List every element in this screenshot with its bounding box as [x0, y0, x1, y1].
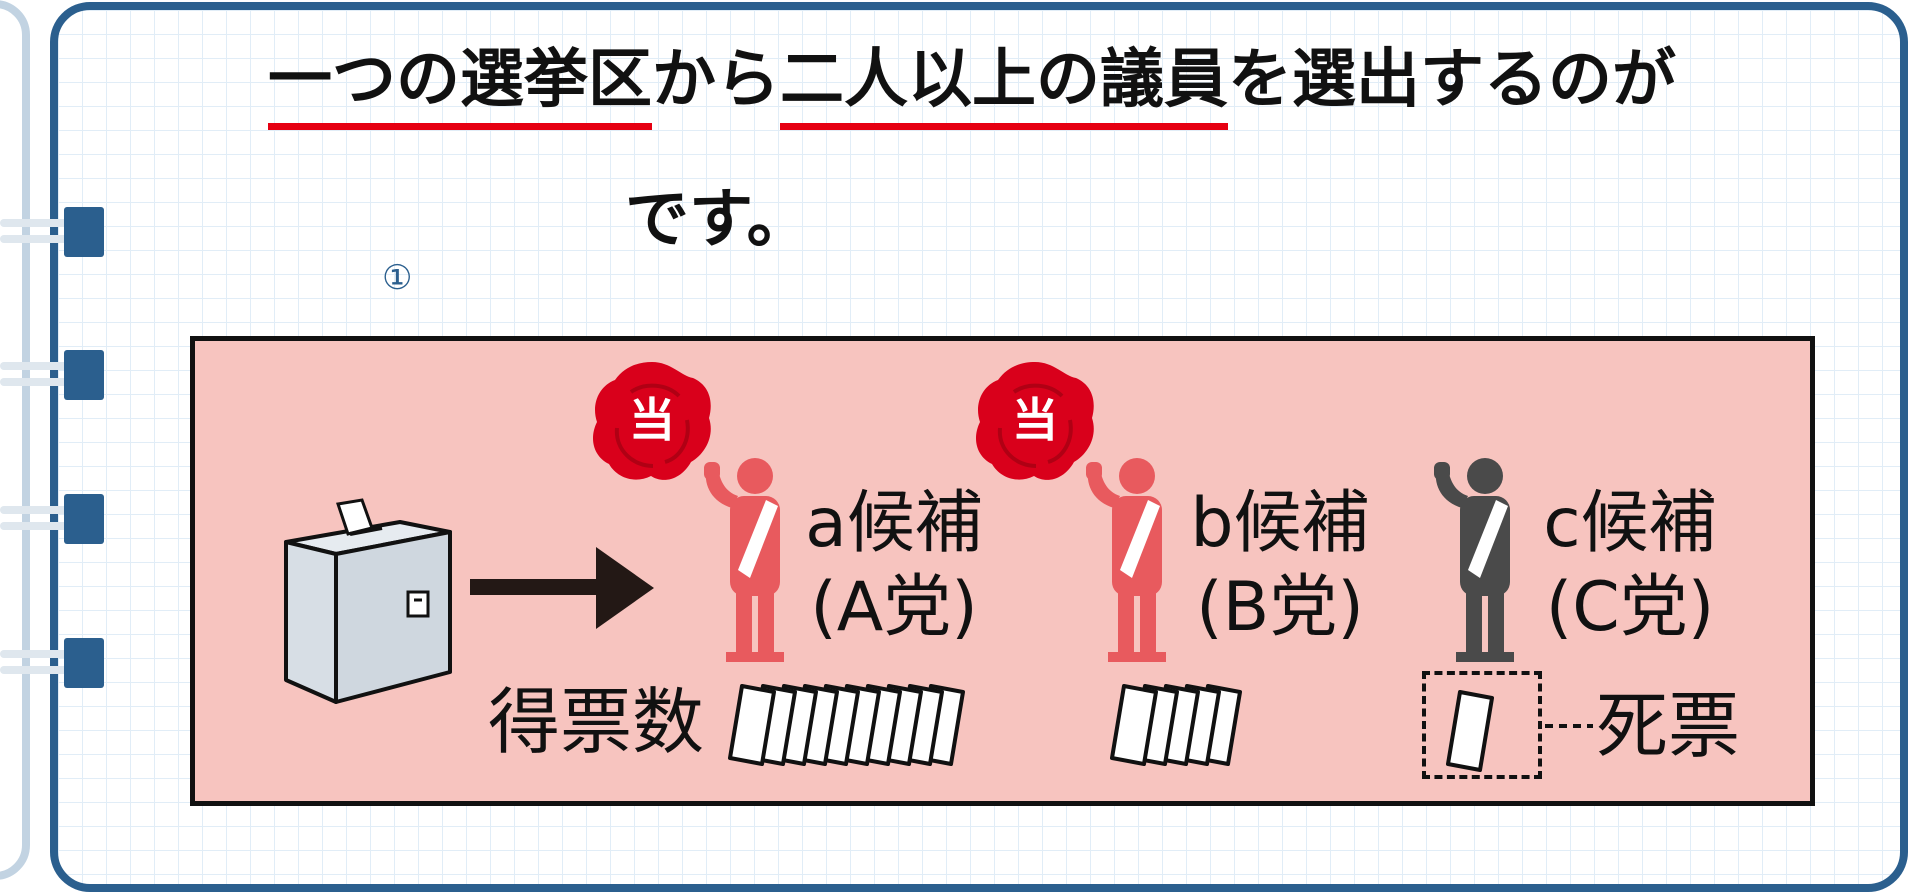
notebook-back-cover — [0, 0, 30, 880]
vote-count-label: 得票数 — [488, 680, 705, 764]
ballot-paper-icon — [1446, 690, 1494, 772]
dead-vote-highlight — [1422, 671, 1542, 779]
headline-underlined-term-2: 二人以上の議員 — [780, 43, 1228, 130]
winner-badge-label: 当 — [629, 393, 675, 447]
candidate-a-figure-icon — [704, 458, 784, 662]
winner-badge-label: 当 — [1012, 393, 1058, 447]
step-marker: ① — [382, 258, 413, 298]
candidate-a-ballots — [728, 684, 965, 766]
candidate-b-name: b候補 — [1190, 484, 1370, 563]
candidate-c-ballots — [1446, 690, 1494, 772]
dead-vote-label: 死票 — [1596, 684, 1741, 768]
ballot-paper-icon — [1110, 684, 1158, 766]
headline-text: を選出するのが — [1228, 43, 1676, 117]
binder-ring — [0, 350, 104, 400]
candidate-a-party: (A党) — [810, 568, 978, 647]
candidate-a-label: a候補 (A党) — [794, 482, 994, 650]
headline-line-2: です。 — [625, 183, 811, 257]
candidate-c-party: (C党) — [1545, 568, 1715, 647]
candidate-b-label: b候補 (B党) — [1180, 482, 1380, 650]
headline-line-1: 一つの選挙区から二人以上の議員を選出するのが — [268, 43, 1676, 130]
winner-badge-b: 当 — [970, 358, 1100, 488]
candidate-b-figure-icon — [1086, 458, 1166, 662]
rose-icon — [593, 362, 711, 480]
binder-ring — [0, 207, 104, 257]
binder-ring — [0, 494, 104, 544]
ballot-paper-icon — [728, 684, 776, 766]
headline-text: から — [652, 43, 780, 117]
headline-underlined-term-1: 一つの選挙区 — [268, 43, 652, 130]
candidate-c-label: c候補 (C党) — [1530, 482, 1730, 650]
candidate-c-figure-icon — [1434, 458, 1514, 662]
arrow-right-icon — [470, 547, 654, 629]
dead-vote-connector — [1545, 724, 1593, 728]
candidate-b-party: (B党) — [1196, 568, 1364, 647]
candidate-b-ballots — [1110, 684, 1242, 766]
rose-icon — [976, 362, 1094, 480]
candidate-c-name: c候補 — [1543, 484, 1717, 563]
winner-badge-a: 当 — [587, 358, 717, 488]
candidate-a-name: a候補 — [805, 484, 983, 563]
ballot-box-icon — [284, 498, 452, 704]
binder-ring — [0, 638, 104, 688]
